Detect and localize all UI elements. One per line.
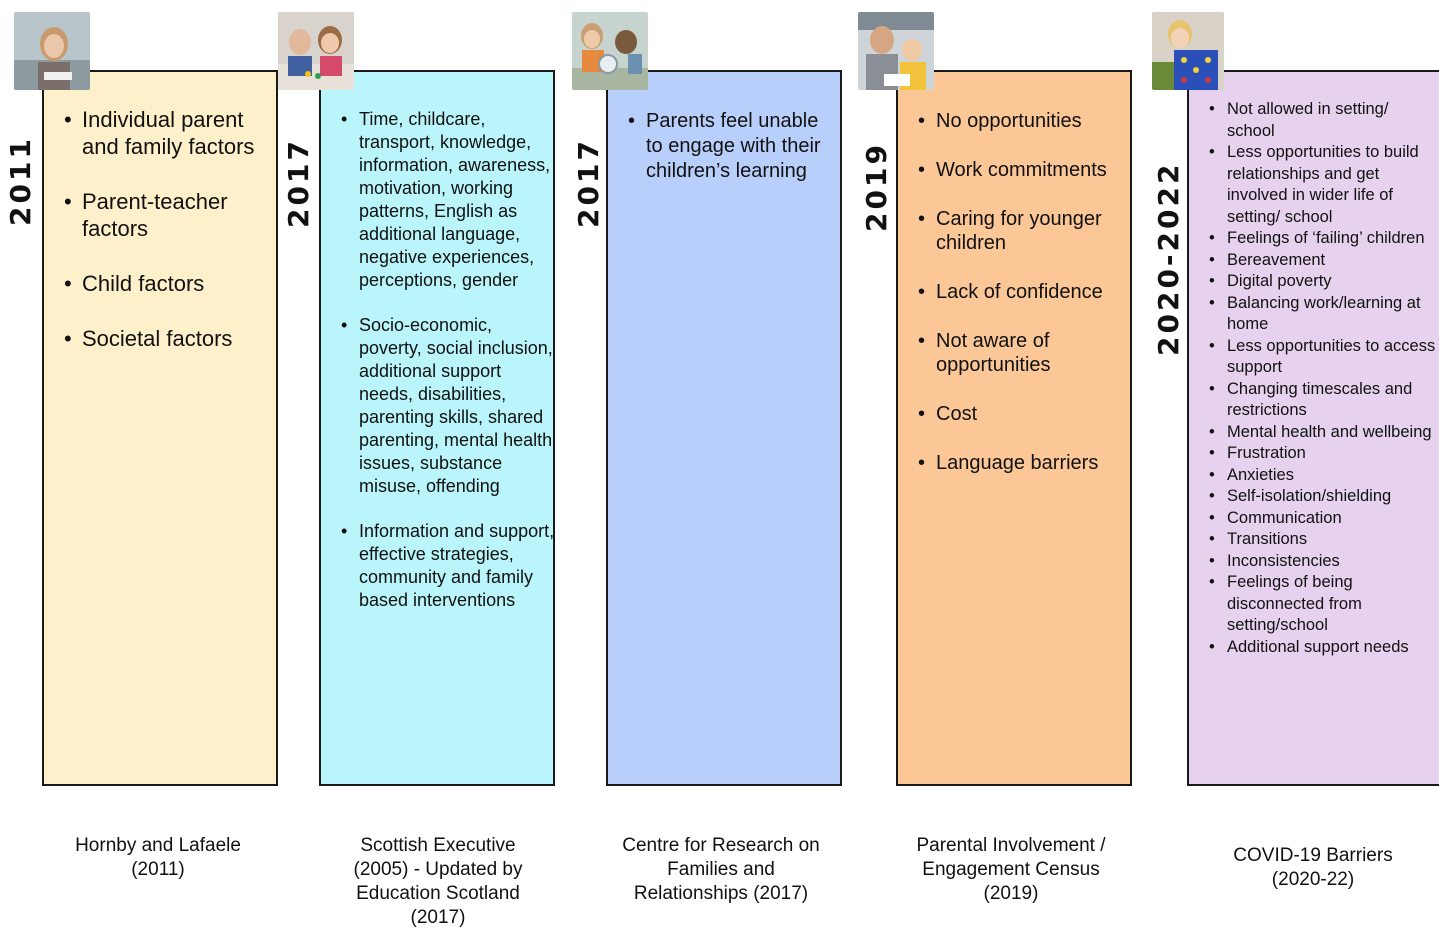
list-item: Bereavement <box>1209 250 1437 272</box>
list-item: Societal factors <box>64 325 276 352</box>
list-item: Child factors <box>64 270 276 297</box>
year-label: 2017 <box>282 138 315 228</box>
child-reading-photo <box>14 12 90 90</box>
list-item: Cost <box>918 402 1130 426</box>
child-game-photo <box>1152 12 1224 90</box>
list-item: Information and support, effective strat… <box>341 520 555 612</box>
barrier-list: No opportunities Work commitments Caring… <box>918 109 1130 475</box>
list-item: Lack of confidence <box>918 280 1130 304</box>
list-item: Not allowed in setting/ school <box>1209 99 1437 142</box>
source-caption: Scottish Executive (2005) - Updated by E… <box>353 835 523 928</box>
list-item: Socio-economic, poverty, social inclusio… <box>341 314 555 498</box>
children-playing-photo <box>278 12 354 90</box>
children-experiment-photo <box>572 12 648 90</box>
list-item: Parent-teacher factors <box>64 188 276 242</box>
barrier-list: Parents feel unable to engage with their… <box>628 109 840 184</box>
list-item: Feelings of ‘failing’ children <box>1209 228 1437 250</box>
list-item: Additional support needs <box>1209 637 1437 659</box>
list-item: Time, childcare, transport, knowledge, i… <box>341 108 555 292</box>
list-item: Inconsistencies <box>1209 551 1437 573</box>
list-item: Not aware of opportunities <box>918 329 1130 377</box>
list-item: Caring for younger children <box>918 207 1130 255</box>
list-item: Feelings of being disconnected from sett… <box>1209 572 1437 637</box>
year-label: 2020-2022 <box>1152 161 1185 356</box>
barrier-list: Not allowed in setting/ school Less oppo… <box>1209 99 1437 659</box>
list-item: Balancing work/learning at home <box>1209 293 1437 336</box>
list-item: Self-isolation/shielding <box>1209 486 1437 508</box>
list-item: Language barriers <box>918 451 1130 475</box>
list-item: Transitions <box>1209 529 1437 551</box>
list-item: Less opportunities to access support <box>1209 336 1437 379</box>
year-label: 2017 <box>572 138 605 228</box>
source-caption: Parental Involvement / Engagement Census… <box>916 835 1106 904</box>
panel-2019 <box>896 70 1132 786</box>
list-item: No opportunities <box>918 109 1130 133</box>
list-item: Digital poverty <box>1209 271 1437 293</box>
list-item: Work commitments <box>918 158 1130 182</box>
list-item: Mental health and wellbeing <box>1209 422 1437 444</box>
barrier-list: Time, childcare, transport, knowledge, i… <box>341 108 555 612</box>
list-item: Frustration <box>1209 443 1437 465</box>
source-caption: Centre for Research on Families and Rela… <box>622 835 820 904</box>
list-item: Anxieties <box>1209 465 1437 487</box>
list-item: Changing timescales and restrictions <box>1209 379 1437 422</box>
source-caption: Hornby and Lafaele (2011) <box>75 835 241 880</box>
adult-child-learning-photo <box>858 12 934 90</box>
year-label: 2011 <box>4 136 37 226</box>
panel-2017-crfr <box>606 70 842 786</box>
list-item: Less opportunities to build relationship… <box>1209 142 1437 228</box>
year-label: 2019 <box>860 142 893 232</box>
list-item: Communication <box>1209 508 1437 530</box>
source-caption: COVID-19 Barriers (2020-22) <box>1233 845 1393 890</box>
list-item: Parents feel unable to engage with their… <box>628 109 840 184</box>
barrier-list: Individual parent and family factors Par… <box>64 106 276 352</box>
list-item: Individual parent and family factors <box>64 106 276 160</box>
